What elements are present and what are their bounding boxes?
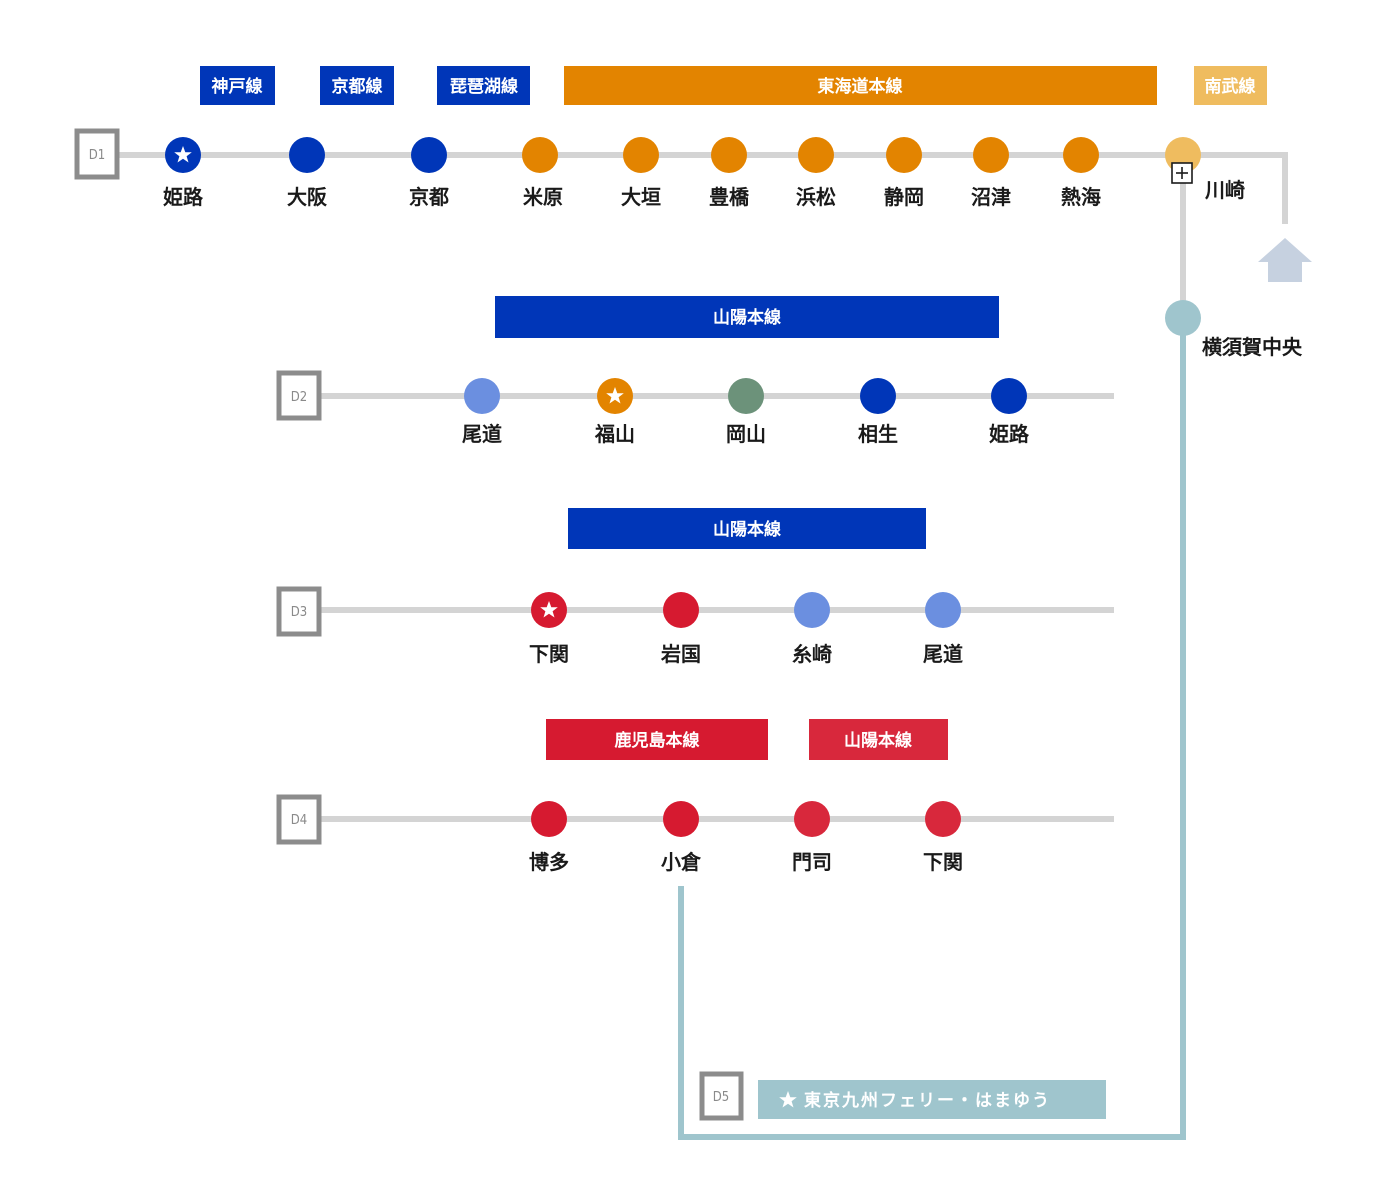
svg-text:大垣: 大垣: [621, 185, 661, 209]
station-toyohashi: 豊橋: [709, 137, 750, 209]
transfer-icon: [1171, 162, 1193, 184]
svg-text:東海道本線: 東海道本線: [818, 76, 903, 97]
station-shizuoka: 静岡: [884, 137, 924, 209]
day-5-route: D5 東京九州フェリー・はまゆう: [699, 1071, 1106, 1121]
svg-text:京都線: 京都線: [332, 76, 383, 97]
svg-text:静岡: 静岡: [884, 185, 924, 209]
station-shimonoseki: 下関: [529, 592, 569, 666]
svg-text:下関: 下関: [923, 850, 963, 874]
svg-text:山陽本線: 山陽本線: [844, 730, 912, 751]
svg-text:博多: 博多: [529, 850, 569, 874]
day-label-box: [276, 794, 322, 845]
svg-text:米原: 米原: [523, 185, 563, 209]
station-maibara: 米原: [522, 137, 563, 209]
station-aioi: 相生: [858, 378, 898, 446]
svg-text:糸崎: 糸崎: [792, 642, 832, 666]
station-hamamatsu: 浜松: [796, 137, 836, 209]
svg-text:福山: 福山: [594, 422, 635, 446]
station-ogaki: 大垣: [621, 137, 661, 209]
svg-text:山陽本線: 山陽本線: [713, 307, 781, 328]
station-onomichi: 尾道: [462, 378, 502, 446]
station-himeji: 姫路: [163, 137, 204, 209]
day-label-box: [276, 370, 322, 421]
station-onomichi: 尾道: [923, 592, 963, 666]
svg-text:山陽本線: 山陽本線: [713, 519, 781, 540]
day-2-route: D2 山陽本線 尾道 福山 岡山 相生 姫路: [276, 296, 1114, 446]
station-hakata: 博多: [529, 801, 569, 874]
ferry-route: [678, 334, 1186, 1140]
d1-home-connector: [1185, 152, 1288, 224]
station-itozaki: 糸崎: [792, 592, 832, 666]
svg-text:相生: 相生: [858, 422, 898, 446]
svg-text:熱海: 熱海: [1061, 185, 1101, 209]
svg-text:姫路: 姫路: [163, 185, 204, 209]
station-numazu: 沼津: [971, 137, 1011, 209]
svg-text:浜松: 浜松: [796, 185, 836, 209]
line-label-sanyo: 山陽本線: [568, 508, 926, 549]
station-fukuyama: 福山: [594, 378, 635, 446]
svg-text:岡山: 岡山: [726, 422, 766, 446]
svg-text:横須賀中央: 横須賀中央: [1202, 335, 1303, 359]
day-label: D3: [291, 605, 307, 620]
day-3-route: D3 山陽本線 下関 岩国 糸崎 尾道: [276, 508, 1114, 666]
station-kyoto: 京都: [409, 137, 449, 209]
svg-text:沼津: 沼津: [971, 185, 1011, 209]
day-label-box: [699, 1071, 744, 1121]
svg-text:豊橋: 豊橋: [709, 185, 750, 209]
svg-text:東京九州フェリー・はまゆう: 東京九州フェリー・はまゆう: [804, 1090, 1051, 1111]
line-label-kobe: 神戸線: [200, 66, 275, 105]
svg-text:姫路: 姫路: [989, 422, 1030, 446]
day-label: D2: [291, 390, 307, 405]
station-kawasaki: 川崎: [1165, 137, 1245, 202]
station-himeji: 姫路: [989, 378, 1030, 446]
station-moji: 門司: [792, 801, 832, 874]
svg-text:尾道: 尾道: [923, 642, 963, 666]
svg-text:南武線: 南武線: [1205, 76, 1256, 97]
line-label-sanyo: 山陽本線: [809, 719, 948, 760]
day-label: D1: [89, 148, 105, 163]
station-kokura: 小倉: [661, 801, 702, 874]
ferry-label: 東京九州フェリー・はまゆう: [758, 1080, 1106, 1119]
svg-text:岩国: 岩国: [660, 642, 701, 666]
station-shimonoseki: 下関: [923, 801, 963, 874]
day-label-box: [74, 128, 120, 180]
svg-text:大阪: 大阪: [287, 185, 328, 209]
station-atami: 熱海: [1061, 137, 1101, 209]
home-icon: [1258, 238, 1312, 282]
svg-text:琵琶湖線: 琵琶湖線: [450, 76, 518, 97]
station-yokosuka-chuo: 横須賀中央: [1165, 300, 1303, 359]
day-1-route: D1 神戸線 京都線 琵琶湖線 東海道本線 南武線 姫路: [74, 66, 1303, 359]
station-okayama: 岡山: [726, 378, 766, 446]
svg-text:川崎: 川崎: [1204, 178, 1245, 202]
line-label-nambu: 南武線: [1194, 66, 1267, 105]
line-label-kagoshima: 鹿児島本線: [546, 719, 768, 760]
line-label-sanyo: 山陽本線: [495, 296, 999, 338]
svg-text:尾道: 尾道: [462, 422, 502, 446]
svg-text:鹿児島本線: 鹿児島本線: [615, 730, 700, 751]
svg-text:小倉: 小倉: [661, 850, 702, 874]
svg-text:下関: 下関: [529, 642, 569, 666]
day-label: D4: [291, 813, 307, 828]
svg-text:神戸線: 神戸線: [212, 76, 263, 97]
line-label-tokaido: 東海道本線: [564, 66, 1157, 105]
svg-text:京都: 京都: [409, 185, 449, 209]
svg-text:門司: 門司: [792, 850, 832, 874]
line-label-biwako: 琵琶湖線: [437, 66, 530, 105]
connector-routes: [678, 152, 1288, 1140]
day-4-route: D4 鹿児島本線 山陽本線 博多 小倉 門司 下関: [276, 719, 1114, 874]
station-osaka: 大阪: [287, 137, 328, 209]
day-label-box: [276, 586, 322, 637]
day-label: D5: [713, 1090, 729, 1105]
station-iwakuni: 岩国: [660, 592, 701, 666]
line-label-kyoto: 京都線: [320, 66, 394, 105]
